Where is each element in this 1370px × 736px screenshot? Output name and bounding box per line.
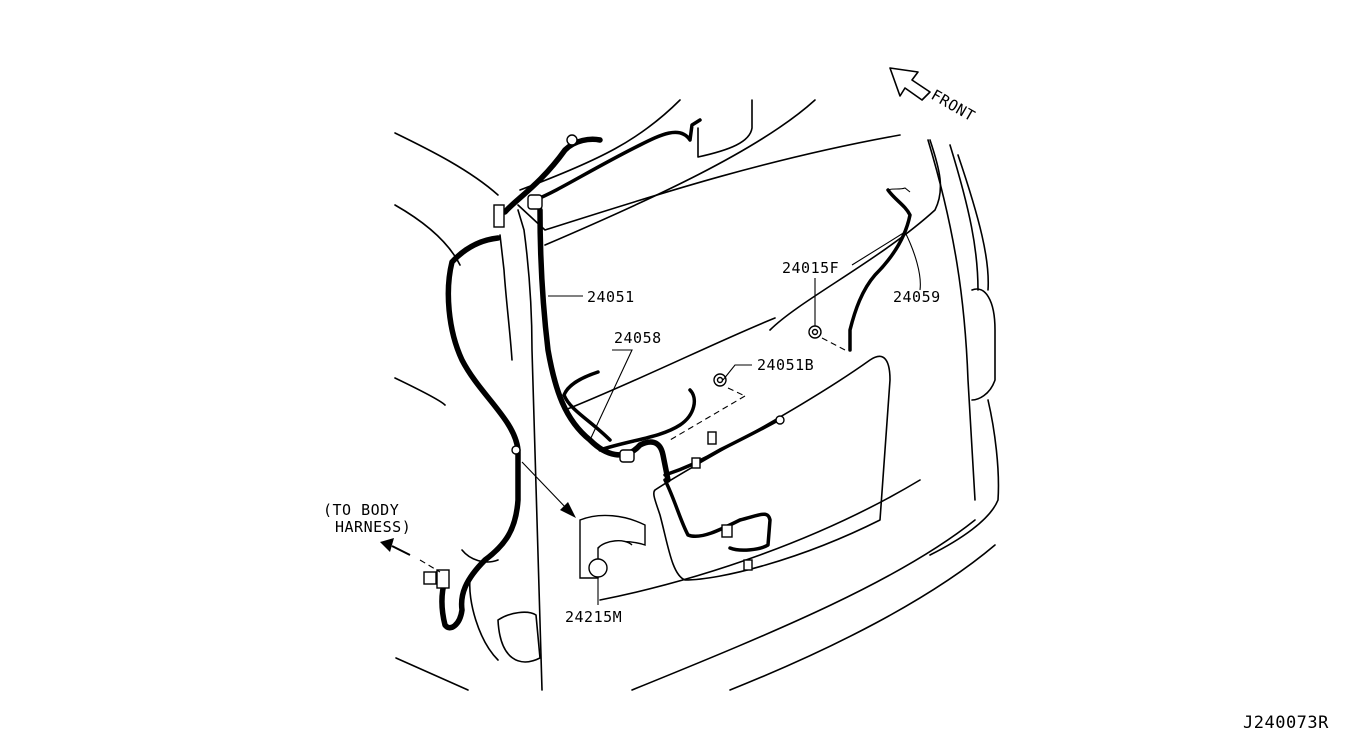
part-label-24051B: 24051B [757, 356, 814, 374]
harness-24058 [562, 370, 780, 552]
diagram-code: J240073R [1243, 713, 1329, 733]
front-direction-arrow-icon [889, 67, 931, 101]
to-body-harness-label-line2: HARNESS) [335, 518, 411, 536]
harness-24059 [848, 187, 912, 352]
front-label: FRONT [928, 86, 978, 125]
connectors [423, 134, 785, 589]
part-label-24058: 24058 [614, 329, 662, 347]
to-body-harness-arrow-icon [380, 538, 411, 556]
part-label-24059: 24059 [893, 288, 941, 306]
leader-lines [419, 231, 921, 605]
vehicle-body-outline [394, 99, 1000, 691]
bolt-24051B [713, 373, 727, 387]
part-label-24015F: 24015F [782, 259, 839, 277]
to-body-harness-label-line1: (TO BODY [323, 501, 399, 519]
harness-24051 [439, 118, 702, 631]
part-label-24051: 24051 [587, 288, 635, 306]
grommet-24215M [579, 514, 646, 579]
part-label-24215M: 24215M [565, 608, 622, 626]
bolt-24015F [808, 325, 822, 339]
